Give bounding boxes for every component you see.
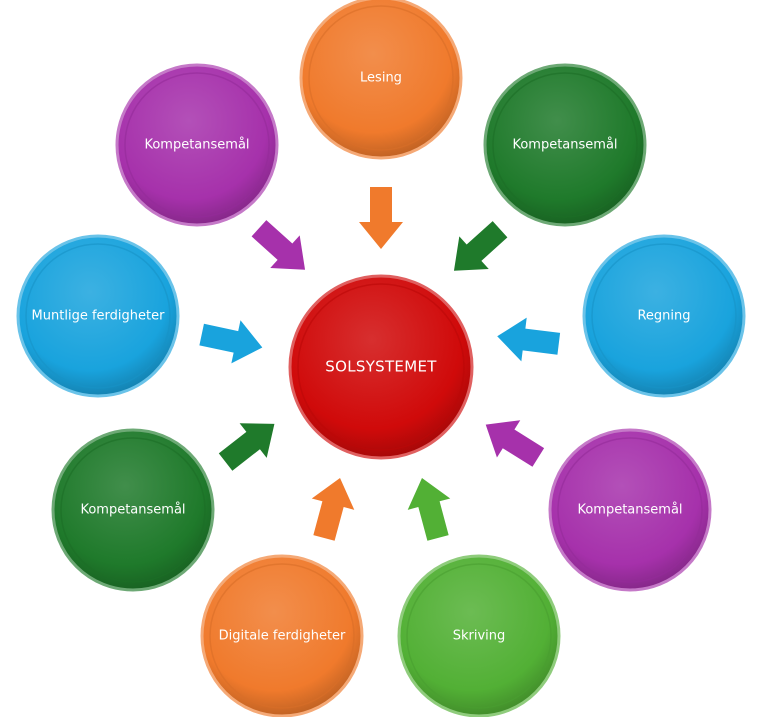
node-label-kompetansemal-bottom-right: Kompetansemål <box>577 502 683 518</box>
node-kompetansemal-bottom-right <box>548 428 712 592</box>
node-label-skriving: Skriving <box>452 628 506 644</box>
node-regning <box>582 234 746 398</box>
node-label-muntlige-ferdigheter: Muntlige ferdigheter <box>31 308 165 324</box>
node-muntlige-ferdigheter <box>16 234 180 398</box>
node-lesing <box>299 0 463 160</box>
node-label-digitale-ferdigheter: Digitale ferdigheter <box>218 628 346 644</box>
node-label-kompetansemal-top-right: Kompetansemål <box>512 137 618 153</box>
arrow-lesing-icon <box>359 187 403 249</box>
arrow-digitale-ferdigheter-icon <box>311 478 355 541</box>
arrow-muntlige-ferdigheter-icon <box>199 320 263 364</box>
arrow-kompetansemal-bottom-left-icon <box>218 423 275 471</box>
node-digitale-ferdigheter <box>200 554 364 717</box>
node-label-kompetansemal-top-left: Kompetansemål <box>144 137 250 153</box>
node-label-kompetansemal-bottom-left: Kompetansemål <box>80 502 186 518</box>
arrow-kompetansemal-top-right-icon <box>453 221 508 271</box>
arrow-regning-icon <box>497 317 561 362</box>
node-label-lesing: Lesing <box>360 70 402 86</box>
center-node <box>288 274 474 460</box>
node-kompetansemal-bottom-left <box>51 428 215 592</box>
node-kompetansemal-top-left <box>115 63 279 227</box>
node-skriving <box>397 554 561 717</box>
node-kompetansemal-top-right <box>483 63 647 227</box>
node-label-regning: Regning <box>637 308 691 324</box>
arrow-kompetansemal-bottom-right-icon <box>485 420 545 467</box>
center-label: SOLSYSTEMET <box>325 357 437 376</box>
arrow-kompetansemal-top-left-icon <box>251 220 306 270</box>
arrow-skriving-icon <box>407 478 451 541</box>
